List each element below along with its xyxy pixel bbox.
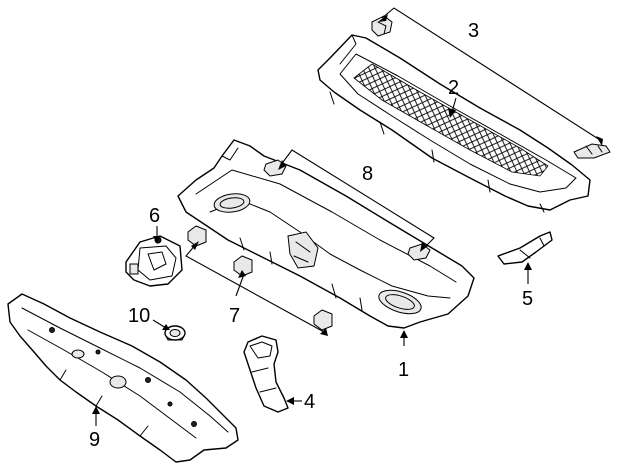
dash-panel xyxy=(7,293,239,463)
callout-9: 9 xyxy=(89,429,100,451)
clip-a xyxy=(187,225,207,247)
callout-3: 3 xyxy=(468,20,479,42)
actuator-module xyxy=(125,235,183,287)
clip-c xyxy=(313,309,333,331)
cowl-clip-right xyxy=(573,143,611,159)
callout-6: 6 xyxy=(149,205,160,227)
grommet-plug xyxy=(164,325,186,341)
callout-5: 5 xyxy=(522,288,533,310)
callout-2: 2 xyxy=(448,77,459,99)
callout-7: 7 xyxy=(229,305,240,327)
cowl-top-panel xyxy=(177,139,475,329)
clip-b xyxy=(233,255,253,277)
mounting-bracket xyxy=(497,231,553,265)
cowl-grille-panel xyxy=(317,34,591,213)
drain-duct xyxy=(243,335,289,413)
callout-1: 1 xyxy=(398,359,409,381)
callout-10: 10 xyxy=(128,305,150,327)
leader-lines xyxy=(92,7,603,426)
callout-8: 8 xyxy=(362,163,373,185)
callout-4: 4 xyxy=(304,391,315,413)
